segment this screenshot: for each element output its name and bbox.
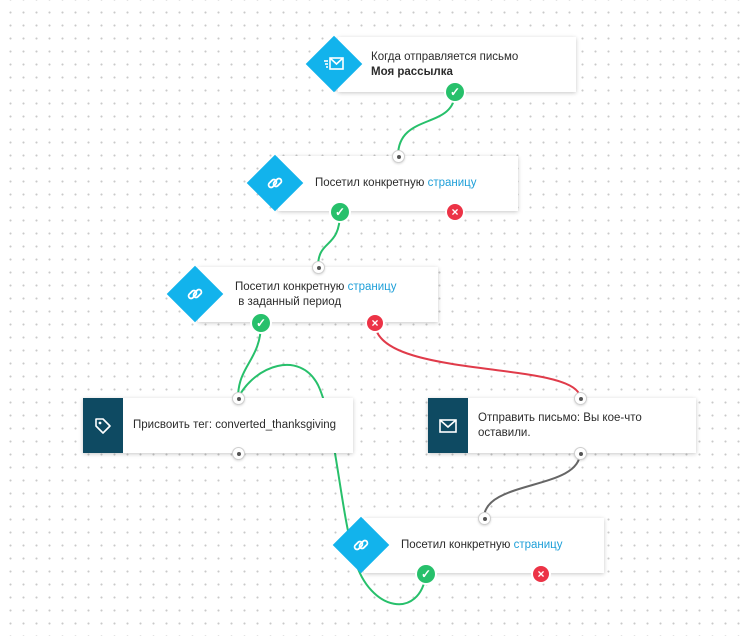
node-send-email[interactable]: Отправить письмо: Вы кое-что оставили. (428, 398, 696, 453)
link-icon (183, 282, 207, 306)
node-send-email-label: Отправить письмо: Вы кое-что оставили. (478, 411, 668, 441)
node-visit-page-1-text: Посетил конкретную (315, 177, 428, 189)
visit3-input-port[interactable] (478, 512, 491, 525)
visit3-yes-badge[interactable]: ✓ (417, 565, 435, 583)
visit2-no-badge[interactable]: × (367, 315, 383, 331)
link-icon (263, 171, 287, 195)
node-trigger-text: Когда отправляется письмо (371, 51, 522, 63)
link-icon (349, 533, 373, 557)
tag-icon (83, 398, 123, 453)
node-send-email-text: Отправить письмо: Вы кое-что оставили. (478, 412, 642, 439)
node-trigger-label: Когда отправляется письмо Моя рассылка (371, 50, 566, 80)
wire-visit2-tag (237, 322, 262, 399)
node-visit-page-2-text-after: в заданный период (235, 296, 342, 308)
node-visit-page-1-label: Посетил конкретную страницу (315, 176, 515, 191)
node-assign-tag-text: Присвоить тег: converted_thanksgiving (133, 419, 337, 431)
visit1-input-port[interactable] (392, 150, 405, 163)
envelope-icon (428, 398, 468, 453)
node-visit-page-1-link[interactable]: страницу (427, 177, 477, 189)
visit2-yes-badge[interactable]: ✓ (252, 314, 270, 332)
wire-trigger-visit1 (397, 91, 456, 157)
node-assign-tag[interactable]: Присвоить тег: converted_thanksgiving (83, 398, 353, 453)
wire-visit2-email (374, 322, 581, 399)
node-trigger-campaign: Моя рассылка (371, 66, 453, 78)
node-visit-page-3-link[interactable]: страницу (513, 539, 563, 551)
email-input-port[interactable] (574, 392, 587, 405)
tag-output-port[interactable] (232, 447, 245, 460)
node-visit-page-3-text: Посетил конкретную (401, 539, 514, 551)
node-visit-page-3[interactable]: Посетил конкретную страницу (364, 518, 604, 573)
node-visit-page-2-text: Посетил конкретную (235, 281, 348, 293)
node-visit-page-2[interactable]: Посетил конкретную страницу в заданный п… (198, 267, 438, 322)
node-visit-page-2-label: Посетил конкретную страницу в заданный п… (235, 280, 430, 310)
wire-email-visit3 (483, 452, 581, 519)
node-visit-page-1[interactable]: Посетил конкретную страницу (278, 156, 518, 211)
trigger-yes-badge[interactable]: ✓ (446, 83, 464, 101)
visit1-yes-badge[interactable]: ✓ (331, 203, 349, 221)
visit3-no-badge[interactable]: × (533, 566, 549, 582)
node-visit-page-2-link[interactable]: страницу (347, 281, 397, 293)
visit2-input-port[interactable] (312, 261, 325, 274)
node-trigger[interactable]: Когда отправляется письмо Моя рассылка (338, 37, 576, 92)
email-send-icon (322, 52, 346, 76)
node-assign-tag-label: Присвоить тег: converted_thanksgiving (133, 418, 348, 433)
node-visit-page-3-label: Посетил конкретную страницу (401, 538, 601, 553)
tag-input-port[interactable] (232, 392, 245, 405)
visit1-no-badge[interactable]: × (447, 204, 463, 220)
email-output-port[interactable] (574, 447, 587, 460)
